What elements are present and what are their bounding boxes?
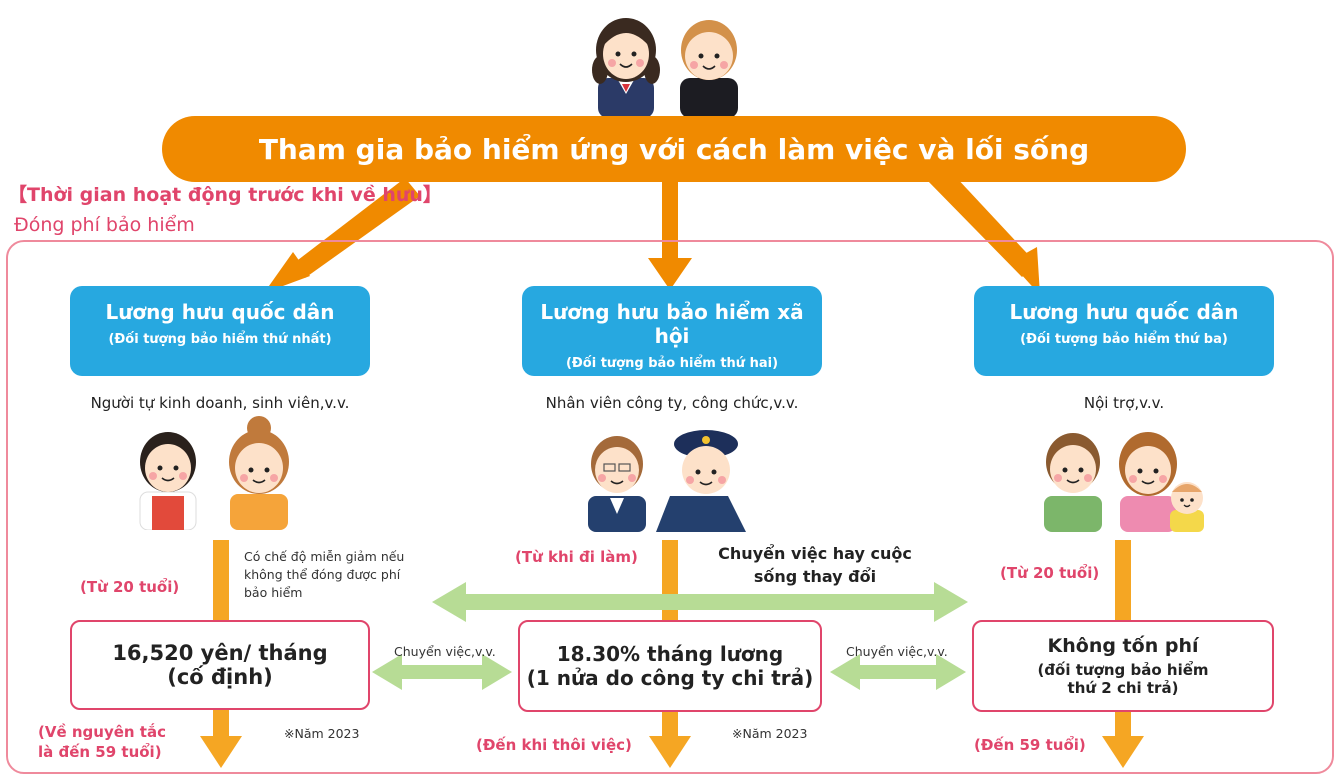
section-subheading: Đóng phí bảo hiểm xyxy=(14,214,195,236)
end-label: (Đến 59 tuổi) xyxy=(974,736,1086,754)
exemption-note-line: Có chế độ miễn giảm nếu xyxy=(244,549,405,564)
end-label-line: là đến 59 tuổi) xyxy=(38,743,162,762)
exemption-note-line: không thể đóng được phí xyxy=(244,567,401,583)
fee-box-third: Không tốn phí (đối tượng bảo hiểm thứ 2 … xyxy=(972,620,1274,712)
banner-text: Tham gia bảo hiểm ứng với cách làm việc … xyxy=(258,132,1090,166)
homemaker-illustration xyxy=(1044,432,1204,532)
category-subtitle: (Đối tượng bảo hiểm thứ nhất) xyxy=(108,332,332,347)
category-box-second: Lương hưu bảo hiểm xã hội (Đối tượng bảo… xyxy=(522,286,822,376)
orange-arrow-left xyxy=(264,178,420,293)
category-box-first: Lương hưu quốc dân (Đối tượng bảo hiểm t… xyxy=(70,286,370,376)
category-subtitle: (Đối tượng bảo hiểm thứ hai) xyxy=(565,356,779,371)
self-employed-illustration xyxy=(139,416,289,530)
orange-arrow-right xyxy=(925,160,1040,295)
transfer-label-left: Chuyển việc,v.v. xyxy=(394,644,496,659)
fee-amount: 16,520 yên/ tháng xyxy=(112,641,328,665)
start-label: (Từ 20 tuổi) xyxy=(80,578,180,596)
people-label: Người tự kinh doanh, sinh viên,v.v. xyxy=(90,394,350,412)
fee-detail: (1 nửa do công ty chi trả) xyxy=(526,666,814,690)
students-illustration xyxy=(592,18,738,118)
life-change-label: Chuyển việc hay cuộc sống thay đổi xyxy=(700,542,930,588)
category-box-third: Lương hưu quốc dân (Đối tượng bảo hiểm t… xyxy=(974,286,1274,376)
category-title: Lương hưu bảo hiểm xã hội xyxy=(540,300,804,348)
fee-box-second: 18.30% tháng lương (1 nửa do công ty chi… xyxy=(518,620,822,712)
col3-down-arrow xyxy=(1102,540,1144,768)
end-label: (Về nguyên tắc là đến 59 tuổi) xyxy=(38,722,166,763)
category-title: Lương hưu quốc dân xyxy=(1009,300,1239,324)
fee-year-note: ※Năm 2023 xyxy=(732,726,808,741)
life-change-double-arrow xyxy=(432,582,968,622)
category-subtitle: (Đối tượng bảo hiểm thứ ba) xyxy=(1020,332,1228,347)
fee-detail: (đối tượng bảo hiểm xyxy=(1037,661,1209,679)
end-label: (Đến khi thôi việc) xyxy=(476,736,632,754)
fee-year-note: ※Năm 2023 xyxy=(284,726,360,741)
content-frame xyxy=(6,240,1334,774)
start-label: (Từ 20 tuổi) xyxy=(1000,564,1100,582)
people-label: Nội trợ,v.v. xyxy=(1083,394,1165,412)
life-change-line: sống thay đổi xyxy=(753,567,877,587)
life-change-line: Chuyển việc hay cuộc xyxy=(718,544,912,563)
people-label: Nhân viên công ty, công chức,v.v. xyxy=(545,394,799,412)
fee-detail: (cố định) xyxy=(167,665,273,689)
main-banner: Tham gia bảo hiểm ứng với cách làm việc … xyxy=(162,116,1186,182)
start-label: (Từ khi đi làm) xyxy=(515,548,638,566)
transfer-double-arrow-left xyxy=(372,654,512,690)
exemption-note: Có chế độ miễn giảm nếu không thể đóng đ… xyxy=(244,548,404,602)
fee-amount: 18.30% tháng lương xyxy=(556,642,784,666)
col1-down-arrow xyxy=(200,540,242,768)
fee-detail: thứ 2 chi trả) xyxy=(1067,679,1179,697)
exemption-note-line: bảo hiểm xyxy=(244,585,303,601)
transfer-double-arrow-right xyxy=(830,654,966,690)
section-heading: 【Thời gian hoạt động trước khi về hưu】 xyxy=(8,184,442,206)
fee-box-first: 16,520 yên/ tháng (cố định) xyxy=(70,620,370,710)
fee-amount: Không tốn phí xyxy=(1047,635,1199,657)
transfer-label-right: Chuyển việc,v.v. xyxy=(846,644,948,659)
end-label-line: (Về nguyên tắc xyxy=(38,723,166,741)
category-title: Lương hưu quốc dân xyxy=(105,300,335,324)
employee-illustration xyxy=(588,430,746,532)
